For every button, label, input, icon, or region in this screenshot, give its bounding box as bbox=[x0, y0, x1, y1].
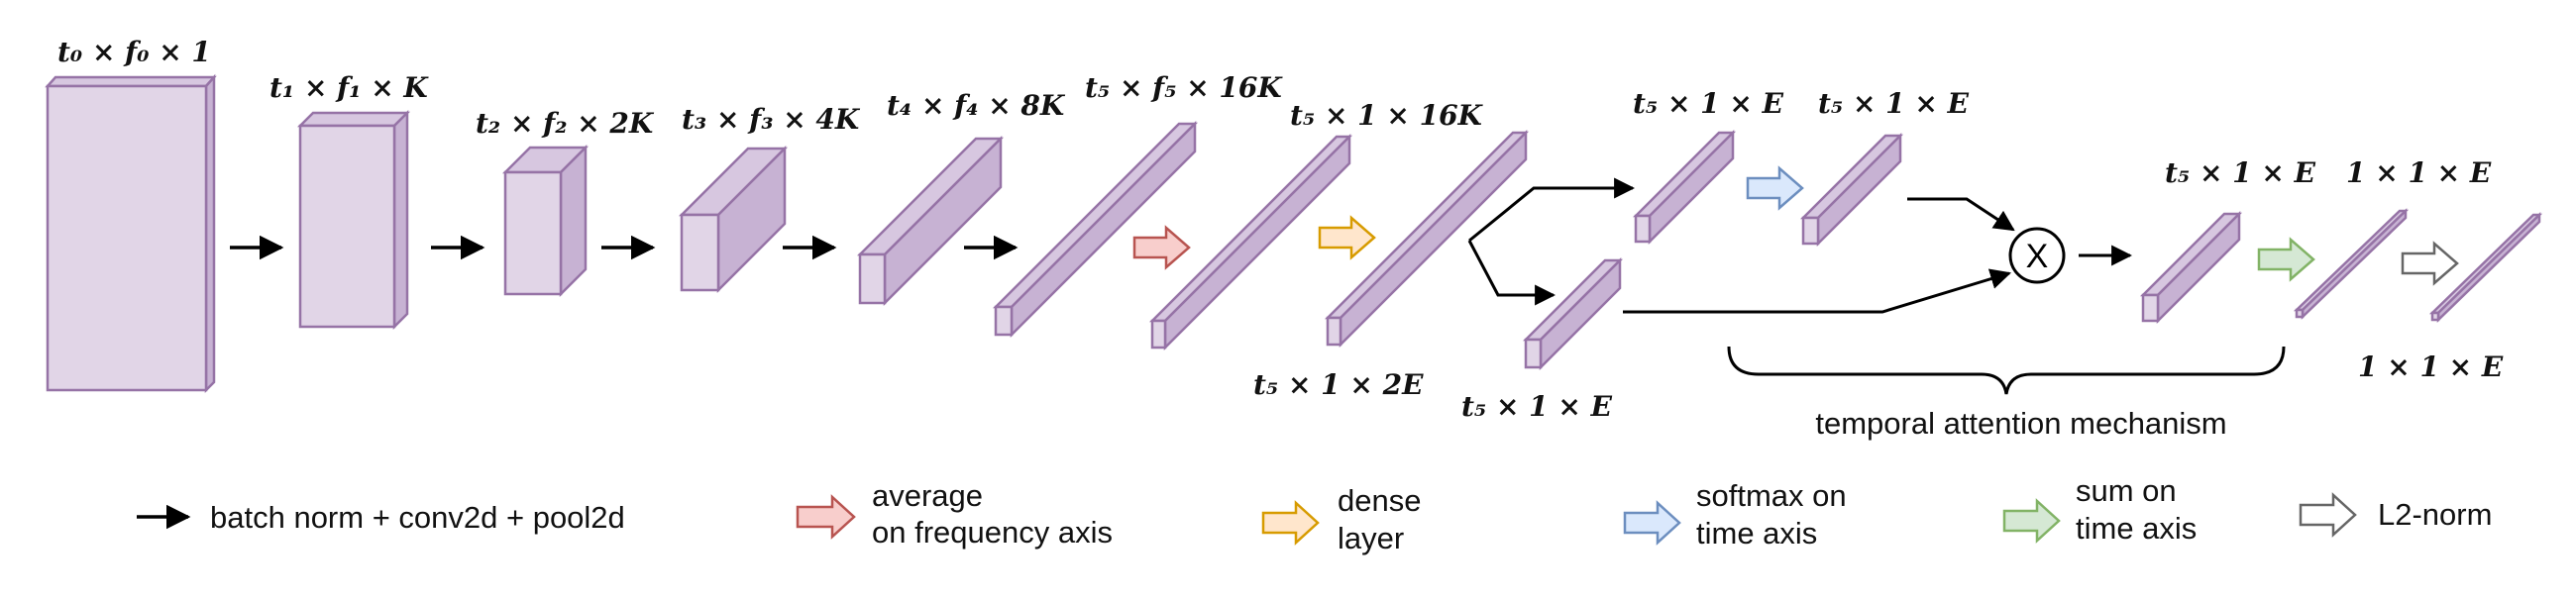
block-sum bbox=[2293, 208, 2410, 320]
block-conv-2 bbox=[501, 144, 590, 298]
average-arrow bbox=[1132, 225, 1191, 270]
label-conv-4: t₄ × f₄ × 8K bbox=[887, 89, 1066, 122]
label-l2: 1 × 1 × E bbox=[2358, 351, 2504, 383]
block-split-bottom bbox=[1522, 256, 1624, 371]
legend-average-line-1: average bbox=[872, 478, 983, 513]
block-avg-freq bbox=[1148, 133, 1353, 351]
legend-dense-line-2: layer bbox=[1338, 521, 1404, 555]
block-weighted bbox=[2139, 210, 2243, 325]
legend-dense-arrow bbox=[1261, 500, 1320, 546]
legend-l2-label: L2-norm bbox=[2378, 497, 2492, 532]
block-conv-1 bbox=[296, 109, 411, 331]
label-conv-2: t₂ × f₂ × 2K bbox=[476, 107, 655, 140]
legend-sum-arrow bbox=[2002, 498, 2061, 544]
legend-l2-arrow bbox=[2299, 492, 2357, 538]
block-input bbox=[45, 73, 217, 394]
softmax-arrow bbox=[1746, 165, 1804, 211]
label-sum: 1 × 1 × E bbox=[2346, 156, 2492, 189]
multiply-operator: X bbox=[2008, 227, 2066, 284]
label-conv-1: t₁ × f₁ × K bbox=[269, 71, 429, 104]
label-conv-3: t₃ × f₃ × 4K bbox=[682, 103, 861, 136]
block-conv-3 bbox=[678, 145, 789, 294]
block-dense bbox=[1324, 129, 1530, 349]
label-dense: t₅ × 1 × 2E bbox=[1253, 368, 1424, 401]
block-split-top bbox=[1632, 129, 1737, 246]
legend: batch norm + conv2d + pool2d average on … bbox=[137, 473, 2492, 555]
label-split-bottom: t₅ × 1 × E bbox=[1461, 390, 1613, 423]
legend-sum-line-2: time axis bbox=[2076, 511, 2197, 546]
attention-brace bbox=[1727, 346, 2286, 395]
dense-arrow bbox=[1318, 215, 1376, 260]
block-l2 bbox=[2428, 212, 2543, 323]
legend-dense-line-1: dense bbox=[1338, 483, 1421, 518]
label-conv-5: t₅ × f₅ × 16K bbox=[1085, 71, 1283, 104]
legend-softmax-arrow bbox=[1623, 500, 1681, 546]
block-softmax bbox=[1799, 132, 1904, 248]
legend-conv-label: batch norm + conv2d + pool2d bbox=[210, 500, 625, 535]
attention-caption: temporal attention mechanism bbox=[1815, 406, 2226, 441]
legend-average-line-2: on frequency axis bbox=[872, 515, 1113, 550]
legend-softmax-line-1: softmax on bbox=[1696, 478, 1847, 513]
values-to-multiply-edge bbox=[1623, 268, 2012, 314]
sum-arrow bbox=[2257, 237, 2315, 282]
label-weighted: t₅ × 1 × E bbox=[2165, 156, 2316, 189]
legend-softmax-line-2: time axis bbox=[1696, 516, 1817, 551]
multiply-symbol: X bbox=[2026, 238, 2049, 275]
label-softmax: t₅ × 1 × E bbox=[1818, 87, 1970, 120]
l2-arrow bbox=[2401, 241, 2459, 286]
split-edge-top bbox=[1468, 177, 1636, 243]
block-conv-4 bbox=[856, 135, 1005, 307]
label-split-top: t₅ × 1 × E bbox=[1633, 87, 1784, 120]
block-conv-5 bbox=[992, 120, 1199, 339]
legend-sum-line-1: sum on bbox=[2076, 473, 2177, 508]
label-input: t₀ × f₀ × 1 bbox=[57, 36, 211, 68]
split-edge-bottom bbox=[1467, 240, 1556, 306]
softmax-to-multiply-edge bbox=[1907, 197, 2015, 232]
label-avg-freq: t₅ × 1 × 16K bbox=[1290, 99, 1484, 132]
legend-average-arrow bbox=[796, 494, 856, 540]
